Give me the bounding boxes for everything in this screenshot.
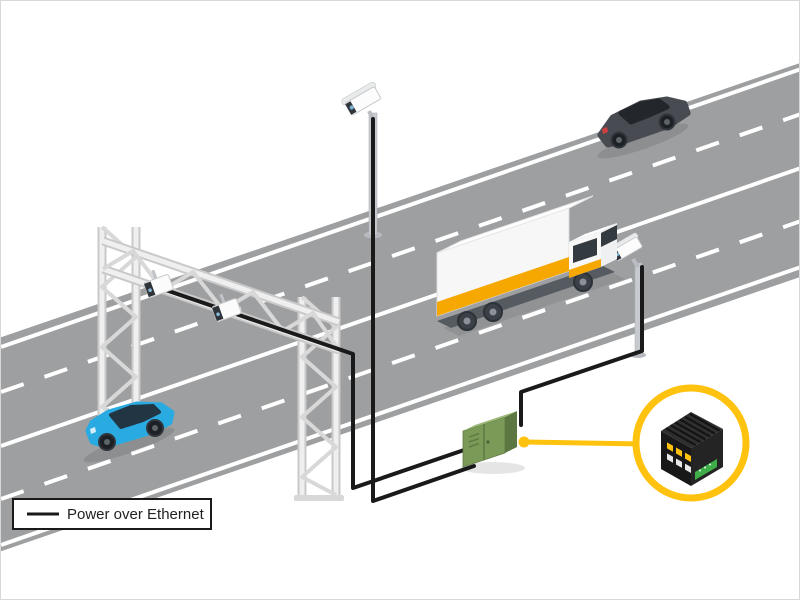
- dark-car: [597, 96, 691, 159]
- blue-car: [83, 401, 175, 463]
- legend: Power over Ethernet: [12, 498, 212, 530]
- trailer-stripe: [437, 257, 569, 316]
- poe-cables: [149, 117, 644, 503]
- switch-top: [661, 412, 723, 448]
- cabinet-top: [463, 411, 517, 431]
- callout-connector: [518, 436, 644, 448]
- roadside-cabinet: [461, 411, 525, 474]
- taillight: [602, 127, 608, 134]
- bullet-camera-icon: [341, 81, 381, 116]
- car-windows: [618, 98, 670, 125]
- cabinet-handle: [486, 440, 490, 444]
- callout-line: [522, 439, 644, 447]
- poe-switch-callout: [632, 384, 750, 502]
- headlight: [90, 427, 96, 434]
- trailer-top: [436, 195, 594, 254]
- poe-switch-icon: [661, 412, 723, 486]
- truck-chassis: [437, 265, 615, 328]
- gantry-tower-right: [294, 295, 344, 501]
- poe-cable-gantry: [149, 283, 469, 490]
- delivery-truck: [436, 195, 625, 336]
- gantry-camera-1: [143, 269, 174, 298]
- callout-dot: [518, 436, 530, 448]
- legend-label: Power over Ethernet: [67, 506, 205, 523]
- poe-cable-right-camera: [519, 265, 644, 427]
- lane-line-dashed-2: [1, 219, 799, 501]
- gantry-camera-2: [211, 293, 242, 322]
- cab-top: [569, 223, 617, 242]
- poe-cable-top-camera: [371, 117, 476, 503]
- car-windows: [109, 404, 161, 429]
- windshield: [601, 225, 617, 247]
- cab-window: [573, 238, 597, 263]
- terminal-block: [695, 459, 717, 480]
- cabinet-side: [505, 411, 517, 453]
